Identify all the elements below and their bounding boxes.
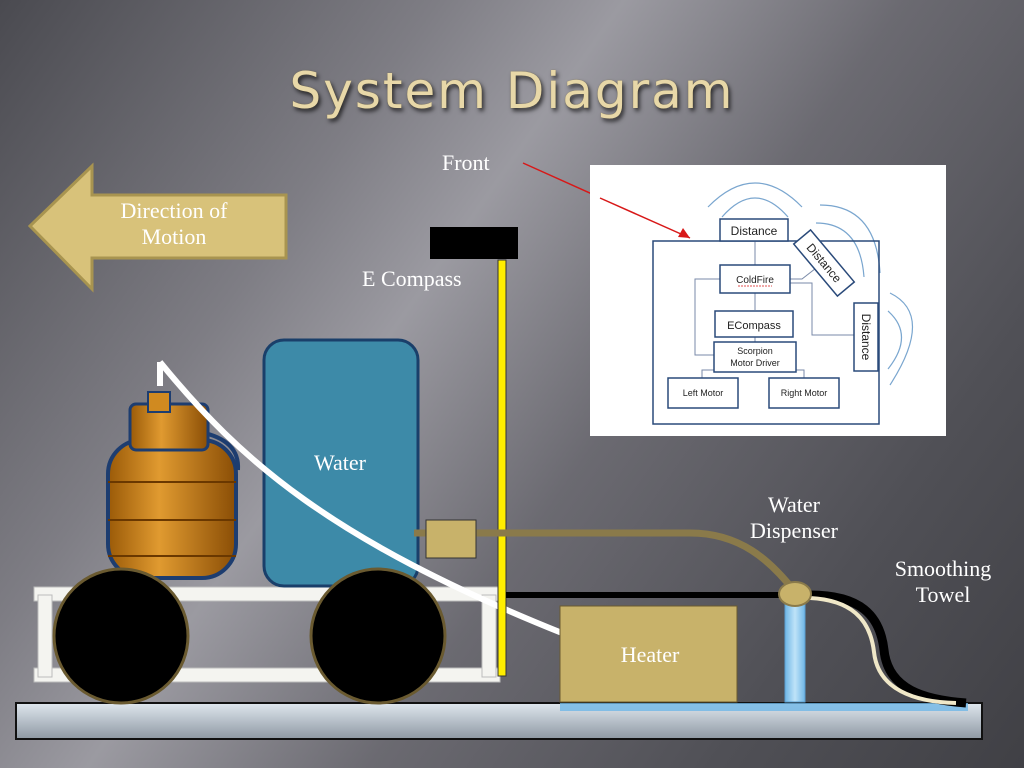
slide-title: System Diagram [289,62,735,120]
wheel-right [309,567,447,705]
cart-frame-post-right [481,594,497,678]
water-hose [414,529,798,595]
cart-frame-post-left [37,594,53,678]
ecompass-label: ECompass [727,320,781,332]
smoothing-towel [809,590,967,708]
water-puddle [560,703,968,711]
label-heater: Heater [620,642,680,667]
distance-sensor-diagonal: Distance [792,228,856,298]
water-stream [784,599,806,703]
label-e-compass: E Compass [362,266,462,291]
e-compass-module [430,227,518,259]
motor-driver-label: Motor Driver [730,358,780,368]
label-smoothing-towel: Smoothing Towel [894,556,992,608]
sensor-wave-arcs [707,182,913,386]
label-direction-of-motion: Direction of Motion [120,198,228,250]
right-motor-label: Right Motor [781,388,828,398]
motor-driver-box [713,341,797,373]
distance-sensor-front [719,218,789,242]
distance-side-label: Distance [859,314,873,361]
left-motor-box [667,377,739,409]
direction-arrow [27,162,288,293]
coldfire-label: ColdFire [736,275,774,286]
left-motor-label: Left Motor [683,388,724,398]
distance-sensor-side: Distance [853,302,879,372]
coldfire-box [719,264,791,294]
dispenser-nozzle [778,581,812,607]
pump [425,519,477,559]
right-motor-box [768,377,840,409]
compass-mast [497,259,507,677]
label-water: Water [314,450,366,475]
label-front: Front [442,150,490,175]
scorpion-label: Scorpion [737,346,773,356]
wheel-left [52,567,190,705]
block-diagram-inset: Distance Distance Distance ColdFire ECom… [590,165,946,436]
distance-front-label: Distance [731,224,778,238]
label-water-dispenser: Water Dispenser [750,492,838,544]
heater-box [559,605,738,703]
connector-lines [694,241,854,378]
block-diagram: Distance Distance Distance ColdFire ECom… [652,182,913,425]
smoothing-towel-inner [809,596,957,705]
propane-tank-icon [106,391,241,580]
ecompass-box [714,310,794,338]
gas-line [157,360,564,636]
